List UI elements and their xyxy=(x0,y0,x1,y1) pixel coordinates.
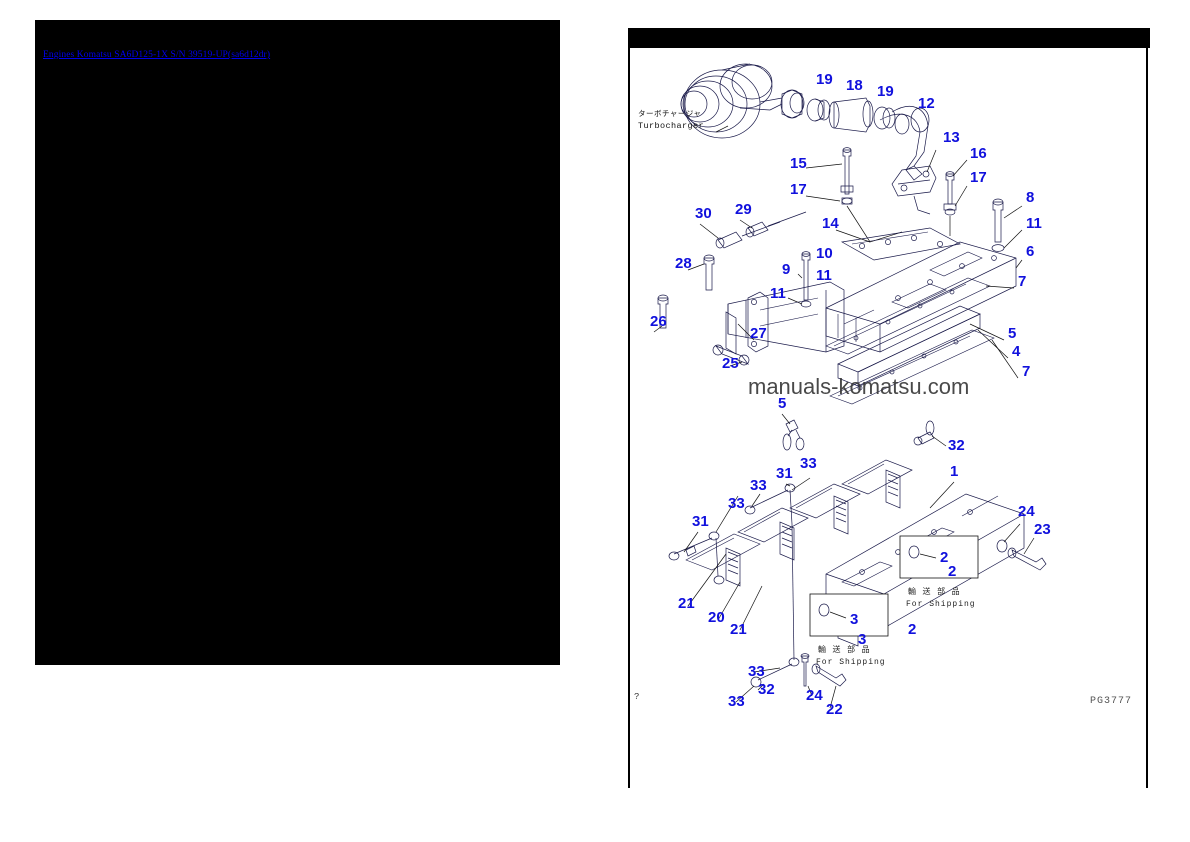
callout-number: 5 xyxy=(1008,325,1016,342)
callout-number: 22 xyxy=(826,701,843,716)
callout-number: 17 xyxy=(970,169,987,186)
callout-number: 25 xyxy=(722,355,739,372)
callout-number: 31 xyxy=(692,513,709,530)
callout-number: 24 xyxy=(806,687,823,704)
callout-number: 28 xyxy=(675,255,692,272)
callout-number: 32 xyxy=(948,437,965,454)
shipping-note-en-2: For Shipping xyxy=(906,600,976,609)
callout-number: 31 xyxy=(776,465,793,482)
callout-number: 26 xyxy=(650,313,667,330)
callout-number: 15 xyxy=(790,155,807,172)
turbo-label-en: Turbocharger xyxy=(638,121,704,131)
callout-number: 23 xyxy=(1034,521,1051,538)
shipping-note-2: 2 輸 送 部 品 For Shipping xyxy=(899,535,979,609)
callout-number: 27 xyxy=(750,325,767,342)
callout-number: 18 xyxy=(846,77,863,94)
small-part-5 xyxy=(781,413,805,451)
callout-number: 7 xyxy=(1018,273,1026,290)
exhaust-connector-group xyxy=(806,97,937,215)
tube-assembly-9-10-11 xyxy=(727,251,845,353)
callout-number: 10 xyxy=(816,245,833,262)
callout-number: 11 xyxy=(770,285,786,302)
exploded-parts-drawing: ターボチャージャ Turbocharger xyxy=(630,46,1150,716)
svg-text:3: 3 xyxy=(850,611,858,628)
bolt-stack-15-17 xyxy=(805,147,903,243)
callout-number: 11 xyxy=(816,267,832,284)
shipping-note-en-3: For Shipping xyxy=(816,658,886,667)
callout-number: 24 xyxy=(1018,503,1035,520)
callout-number: 6 xyxy=(1026,243,1034,260)
callout-number: 19 xyxy=(816,71,833,88)
callout-number: 13 xyxy=(943,129,960,146)
bolt-8-washer-11 xyxy=(991,198,1023,252)
callout-number: 3 xyxy=(858,631,866,648)
callout-number: 9 xyxy=(782,261,790,278)
callout-number: 2 xyxy=(948,563,956,580)
callout-number: 19 xyxy=(877,83,894,100)
callout-number: 14 xyxy=(822,215,839,232)
turbocharger-group: ターボチャージャ Turbocharger xyxy=(638,63,805,139)
callout-number: 20 xyxy=(708,609,725,626)
intake-manifold-6 xyxy=(825,241,1023,353)
bolt-24-22 xyxy=(800,653,847,709)
callout-number: 32 xyxy=(758,681,775,698)
turbo-label-jp: ターボチャージャ xyxy=(638,109,701,118)
catalog-nav-link[interactable]: Engines Komatsu SA6D125-1X S/N 39519-UP(… xyxy=(43,50,271,60)
callout-number: 8 xyxy=(1026,189,1034,206)
shipping-note-3: 3 輸 送 部 品 For Shipping xyxy=(809,593,889,667)
gasket-plates-group xyxy=(825,277,1019,405)
callout-number: 11 xyxy=(1026,215,1042,232)
callout-number: 17 xyxy=(790,181,807,198)
callout-number: 5 xyxy=(778,395,786,412)
callout-number: 29 xyxy=(735,201,752,218)
svg-text:2: 2 xyxy=(940,549,948,566)
callout-number: 21 xyxy=(730,621,747,638)
manifold-gasket-14 xyxy=(835,227,962,261)
shipping-note-jp-2: 輸 送 部 品 xyxy=(908,586,962,596)
control-rod-group xyxy=(668,477,811,703)
shipping-note-jp-3: 輸 送 部 品 xyxy=(818,644,872,654)
link-32 xyxy=(913,420,947,447)
callout-number: 7 xyxy=(1022,363,1030,380)
valve-plate-stack xyxy=(685,459,913,587)
callout-number: 30 xyxy=(695,205,712,222)
linkage-bolts-group xyxy=(653,211,807,367)
callout-number: 4 xyxy=(1012,343,1021,360)
callout-number: 33 xyxy=(748,663,765,680)
left-black-panel: Engines Komatsu SA6D125-1X S/N 39519-UP(… xyxy=(35,20,560,665)
callout-number: 2 xyxy=(908,621,916,638)
bolt-stack-16-17 xyxy=(943,159,968,236)
callout-number: 33 xyxy=(800,455,817,472)
callout-number: 21 xyxy=(678,595,695,612)
bolt-24-23 xyxy=(996,523,1047,571)
watermark-text: manuals-komatsu.com xyxy=(748,374,969,399)
parts-diagram-page: ? PG3777 ターボチャージャ xyxy=(628,28,1150,788)
callout-number: 33 xyxy=(728,693,745,710)
page-top-bar xyxy=(630,28,1150,48)
callout-number: 16 xyxy=(970,145,987,162)
callout-number: 1 xyxy=(950,463,958,480)
page-code-label: PG3777 xyxy=(1089,696,1132,707)
page-corner-mark: ? xyxy=(634,692,640,702)
callout-number: 33 xyxy=(728,495,745,512)
callout-number: 33 xyxy=(750,477,767,494)
callout-number: 12 xyxy=(918,95,935,112)
